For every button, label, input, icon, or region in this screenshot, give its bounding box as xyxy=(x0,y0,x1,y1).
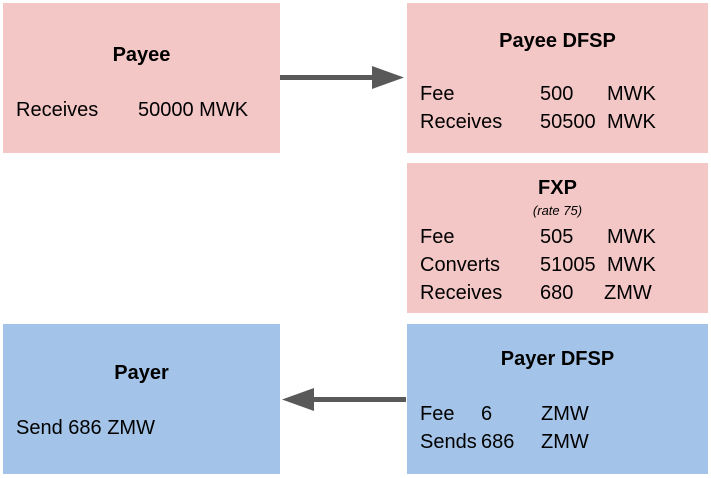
arrow-left-head xyxy=(282,388,314,411)
fxp-converts-currency: MWK xyxy=(607,254,656,276)
arrow-right-shaft xyxy=(280,75,374,80)
payee-dfsp-box: Payee DFSP Fee 500 MWK Receives 50500 MW… xyxy=(407,3,708,153)
arrow-right-head xyxy=(372,66,404,89)
payee-box: Payee Receives 50000 MWK xyxy=(3,3,280,153)
payer-box: Payer Send 686 ZMW xyxy=(3,324,280,474)
payer-dfsp-sends-label: Sends xyxy=(420,431,477,453)
fxp-title: FXP xyxy=(538,177,577,199)
fxp-box: FXP (rate 75) Fee 505 MWK Converts 51005… xyxy=(407,163,708,313)
payee-dfsp-receives-currency: MWK xyxy=(607,111,656,133)
payer-title: Payer xyxy=(114,362,169,384)
fxp-converts-amount: 51005 xyxy=(540,254,596,276)
payer-dfsp-fee-currency: ZMW xyxy=(541,403,589,425)
payee-title: Payee xyxy=(112,44,171,66)
payer-dfsp-box: Payer DFSP Fee 6 ZMW Sends 686 ZMW xyxy=(407,324,708,474)
payee-dfsp-fee-label: Fee xyxy=(420,83,455,105)
payer-dfsp-title: Payer DFSP xyxy=(500,348,615,370)
payee-dfsp-fee-currency: MWK xyxy=(607,83,656,105)
arrow-right-icon xyxy=(280,66,404,89)
arrow-left-icon xyxy=(282,388,406,411)
arrow-left-shaft xyxy=(312,397,406,402)
payee-dfsp-receives-label: Receives xyxy=(420,111,503,133)
fxp-converts-label: Converts xyxy=(420,254,501,276)
payee-receives-label: Receives xyxy=(16,99,99,121)
payee-dfsp-fee-amount: 500 xyxy=(540,83,574,105)
fxp-fee-currency: MWK xyxy=(607,226,656,248)
payer-dfsp-sends-currency: ZMW xyxy=(541,431,589,453)
payer-dfsp-fee-amount: 6 xyxy=(481,403,493,425)
fxp-fee-label: Fee xyxy=(420,226,455,248)
fxp-fee-amount: 505 xyxy=(540,226,574,248)
fxp-receives-currency: ZMW xyxy=(604,282,652,304)
payee-receives-value: 50000 MWK xyxy=(138,99,249,121)
payee-dfsp-receives-amount: 50500 xyxy=(540,111,596,133)
fxp-receives-amount: 680 xyxy=(540,282,574,304)
payer-send-text: Send 686 ZMW xyxy=(16,417,155,439)
payer-dfsp-sends-amount: 686 xyxy=(481,431,515,453)
fxp-receives-label: Receives xyxy=(420,282,503,304)
payee-dfsp-title: Payee DFSP xyxy=(499,30,616,52)
payer-dfsp-fee-label: Fee xyxy=(420,403,455,425)
fxp-rate-subtitle: (rate 75) xyxy=(532,203,583,218)
